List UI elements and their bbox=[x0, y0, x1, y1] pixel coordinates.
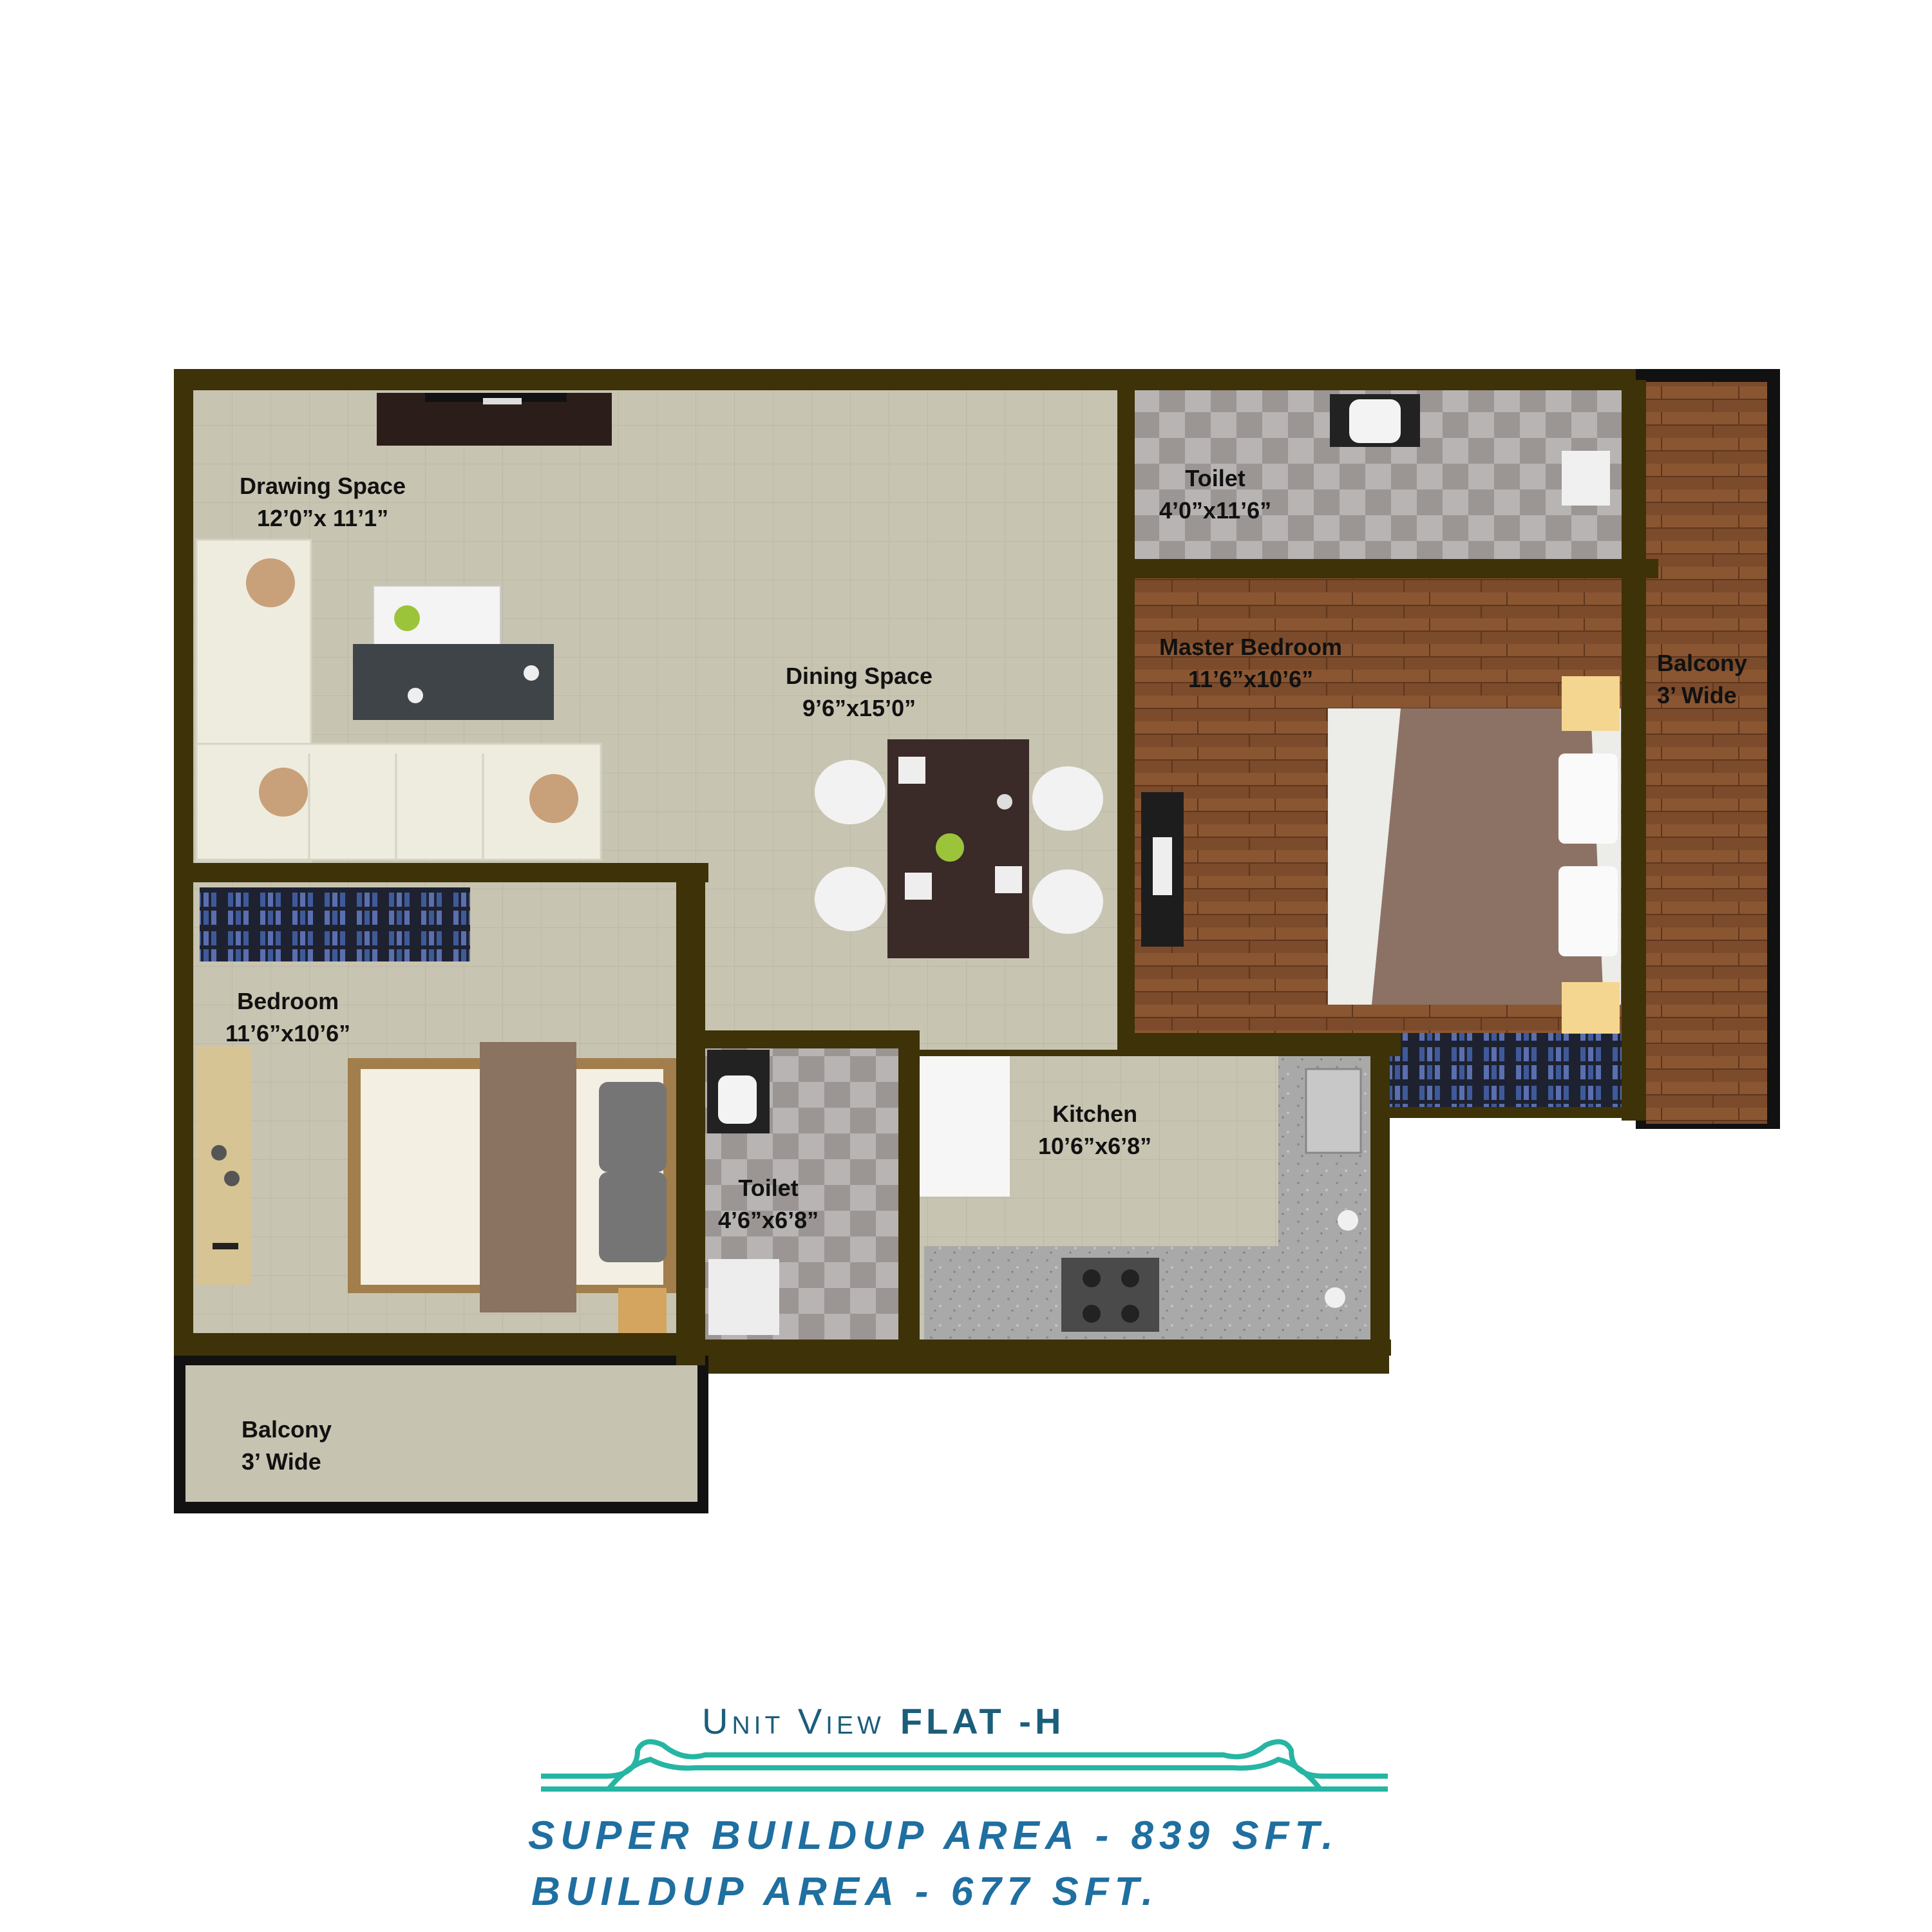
unit-view-flat: FLAT -H bbox=[900, 1701, 1065, 1741]
room-name: Bedroom bbox=[237, 988, 339, 1014]
room-label-bedroom: Bedroom 11’6”x10’6” bbox=[225, 985, 350, 1050]
dining-set bbox=[815, 739, 1103, 958]
room-size: 4’6”x6’8” bbox=[718, 1207, 819, 1233]
internal-walls bbox=[174, 380, 1658, 1365]
room-label-drawing-space: Drawing Space 12’0”x 11’1” bbox=[240, 470, 406, 535]
room-name: Master Bedroom bbox=[1159, 634, 1343, 660]
room-label-dining-space: Dining Space 9’6”x15’0” bbox=[786, 660, 933, 724]
sofa bbox=[195, 538, 602, 863]
room-name: Balcony bbox=[1657, 650, 1748, 676]
kitchen-counter bbox=[920, 1056, 1370, 1340]
room-name: Balcony bbox=[242, 1416, 332, 1443]
room-name: Drawing Space bbox=[240, 473, 406, 499]
super-buildup-area: SUPER BUILDUP AREA - 839 SFT. bbox=[528, 1814, 1339, 1858]
tv-console bbox=[377, 393, 612, 446]
room-size: 11’6”x10’6” bbox=[1188, 666, 1314, 692]
unit-view-title: Unit View FLAT -H bbox=[702, 1700, 1230, 1742]
buildup-area: BUILDUP AREA - 677 SFT. bbox=[531, 1870, 1159, 1914]
room-label-toilet-small: Toilet 4’6”x6’8” bbox=[718, 1172, 819, 1236]
room-label-toilet-top: Toilet 4’0”x11’6” bbox=[1159, 462, 1271, 527]
room-name: Toilet bbox=[738, 1175, 799, 1201]
caption-ornament bbox=[541, 1739, 1388, 1792]
room-size: 4’0”x11’6” bbox=[1159, 497, 1272, 524]
unit-view-prefix: Unit View bbox=[702, 1701, 885, 1741]
room-name: Toilet bbox=[1185, 465, 1245, 491]
room-size: 10’6”x6’8” bbox=[1038, 1133, 1152, 1159]
master-bed bbox=[1328, 676, 1621, 1034]
bedroom-desk bbox=[196, 1046, 251, 1285]
room-size: 3’ Wide bbox=[1657, 682, 1737, 708]
room-size: 3’ Wide bbox=[242, 1448, 321, 1475]
room-size: 11’6”x10’6” bbox=[225, 1020, 351, 1046]
master-tv-unit bbox=[1141, 792, 1184, 947]
room-label-balcony-bottom: Balcony 3’ Wide bbox=[242, 1414, 332, 1478]
room-name: Kitchen bbox=[1052, 1101, 1138, 1127]
room-name: Dining Space bbox=[786, 663, 933, 689]
top-toilet-fixtures bbox=[1330, 394, 1610, 506]
small-toilet-fixtures bbox=[707, 1050, 779, 1335]
bedroom-wardrobe bbox=[200, 887, 470, 961]
room-label-master-bedroom: Master Bedroom 11’6”x10’6” bbox=[1159, 631, 1342, 696]
room-size: 9’6”x15’0” bbox=[802, 695, 916, 721]
coffee-table bbox=[353, 585, 554, 720]
bedroom-bed bbox=[348, 1042, 676, 1333]
room-size: 12’0”x 11’1” bbox=[256, 505, 389, 531]
room-label-balcony-right: Balcony 3’ Wide bbox=[1657, 647, 1747, 712]
room-label-kitchen: Kitchen 10’6”x6’8” bbox=[1038, 1098, 1151, 1162]
